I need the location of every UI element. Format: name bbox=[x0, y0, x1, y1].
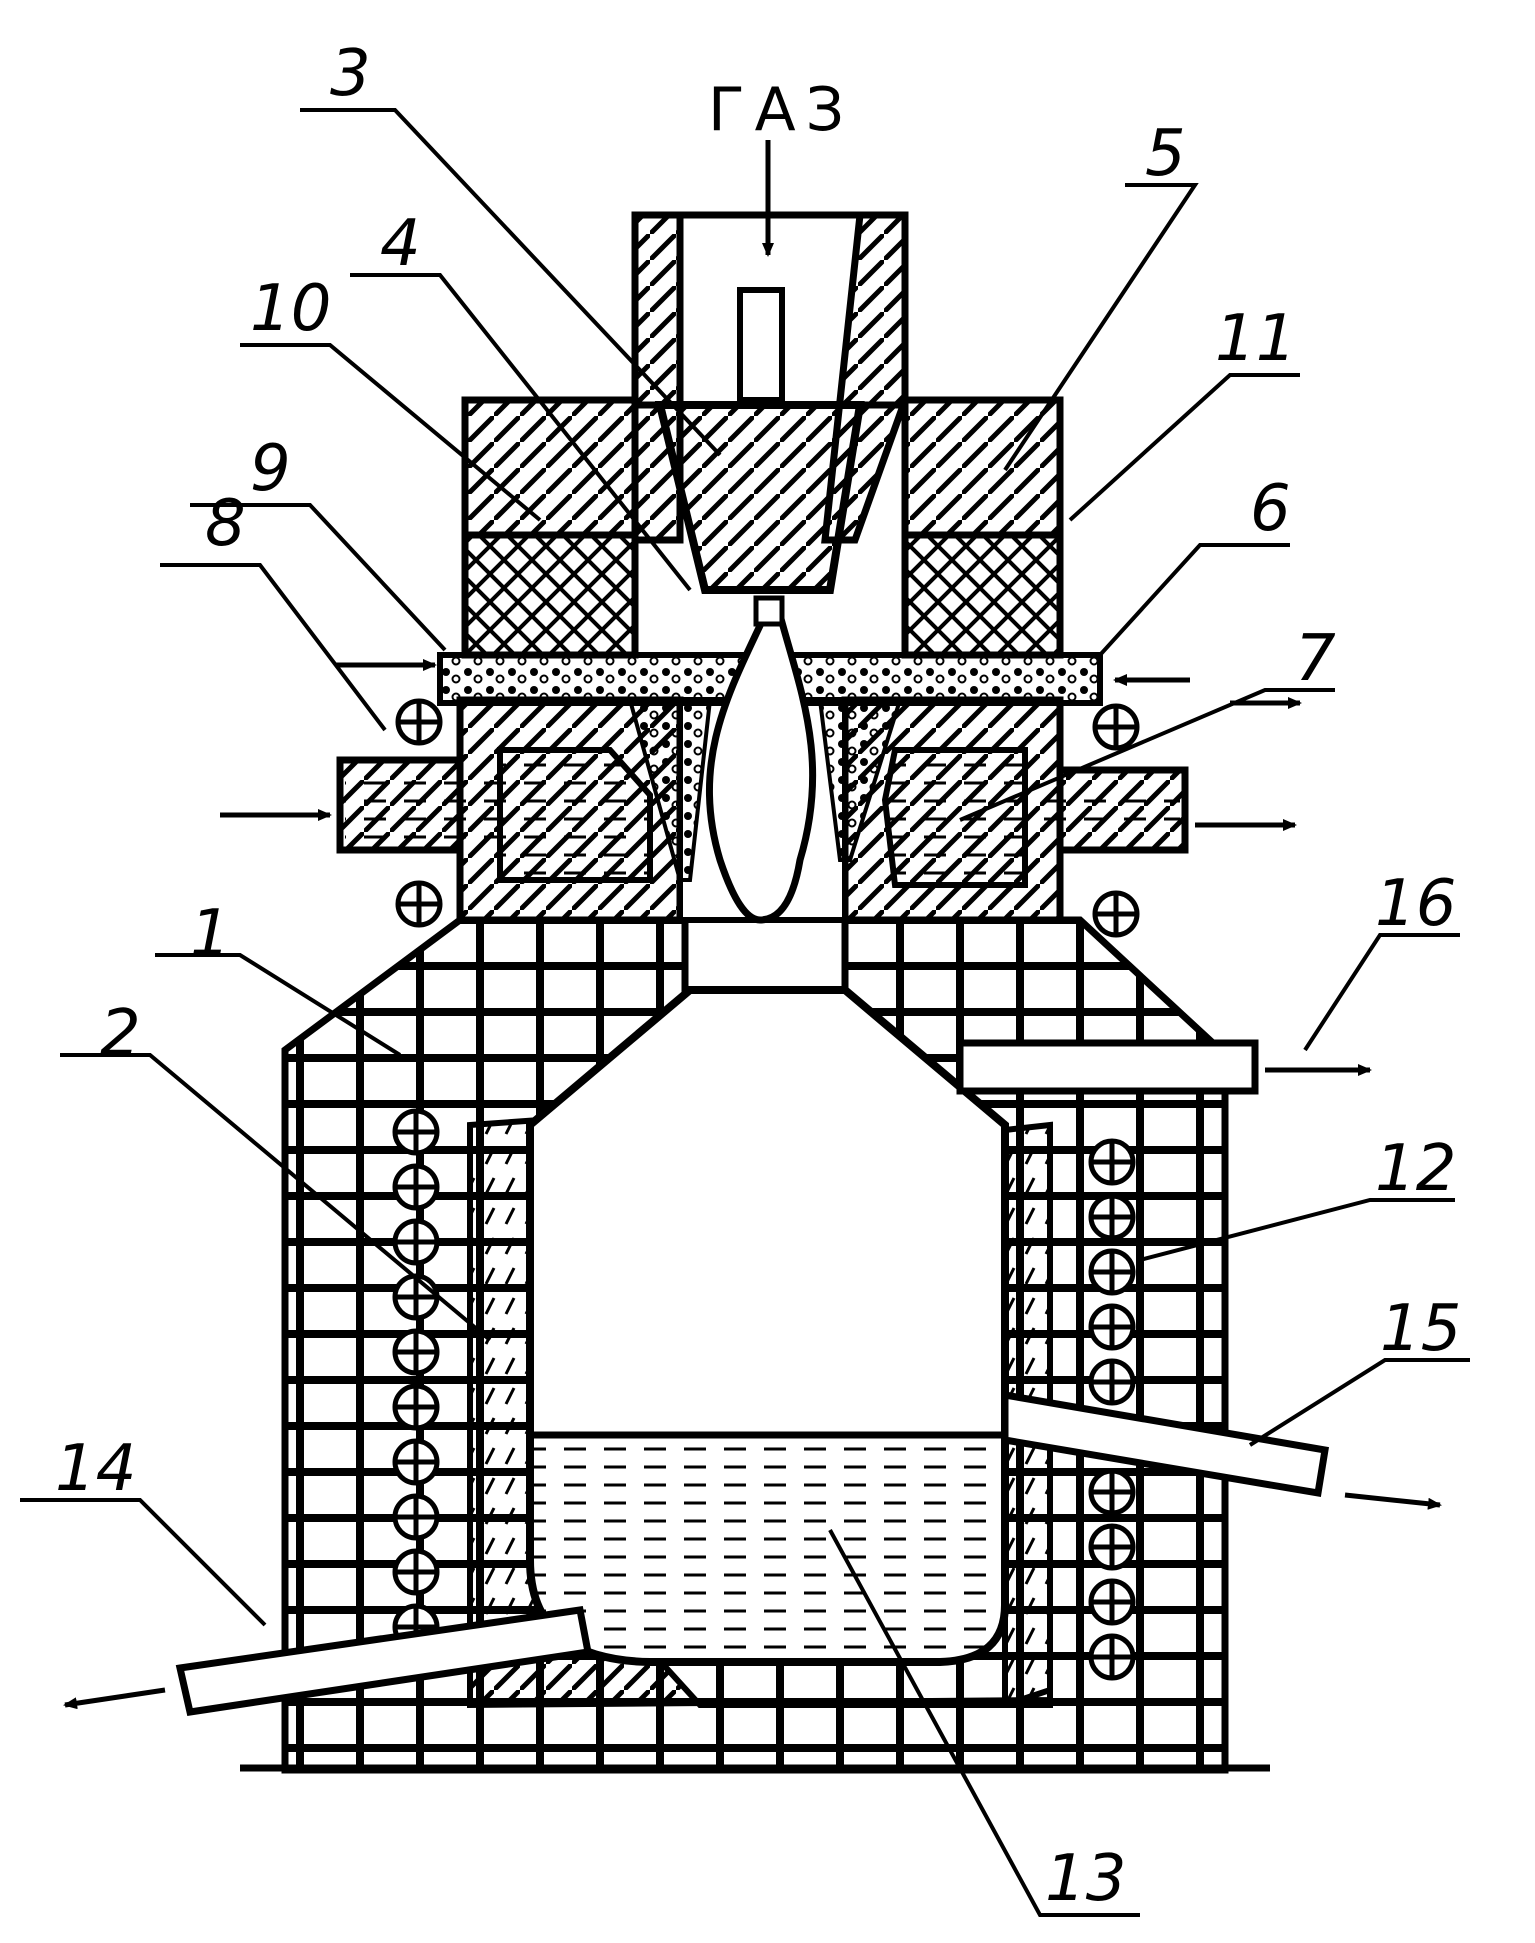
label-4: 4 bbox=[380, 207, 421, 281]
label-10: 10 bbox=[250, 272, 331, 346]
gas-inlet bbox=[740, 290, 782, 400]
gas-label: ГАЗ bbox=[708, 75, 854, 145]
label-6: 6 bbox=[1250, 472, 1291, 546]
label-11: 11 bbox=[1215, 302, 1296, 376]
label-7: 7 bbox=[1295, 622, 1336, 696]
label-14: 14 bbox=[55, 1432, 136, 1506]
label-16: 16 bbox=[1375, 867, 1456, 941]
label-3: 3 bbox=[330, 37, 371, 111]
crucible bbox=[530, 990, 1005, 1662]
label-12: 12 bbox=[1375, 1132, 1456, 1206]
label-8: 8 bbox=[205, 487, 246, 561]
label-13: 13 bbox=[1045, 1842, 1126, 1916]
label-9: 9 bbox=[250, 432, 291, 506]
label-1: 1 bbox=[190, 897, 231, 971]
label-5: 5 bbox=[1145, 117, 1186, 191]
label-2: 2 bbox=[100, 997, 141, 1071]
melt bbox=[530, 1435, 1005, 1662]
arc-spot bbox=[756, 598, 782, 624]
electrode bbox=[660, 405, 860, 590]
label-15: 15 bbox=[1380, 1292, 1461, 1366]
